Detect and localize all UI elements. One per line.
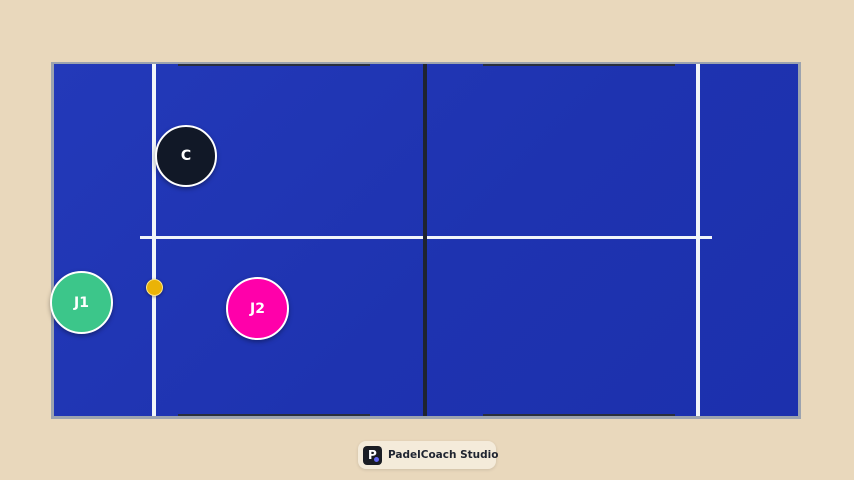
padelcoach-logo-icon: P [363, 445, 382, 465]
service-line-right [696, 64, 700, 416]
player-token-j2[interactable]: J2 [226, 277, 289, 340]
player-label-j2: J2 [250, 300, 265, 317]
ball-token[interactable] [146, 279, 163, 296]
player-label-coach: C [180, 148, 192, 164]
wall-strip-top-left [178, 64, 370, 66]
brand-badge: P PadelCoach Studio [358, 441, 499, 469]
wall-strip-bottom-right [483, 414, 675, 416]
brand-name: PadelCoach Studio [388, 449, 499, 461]
player-label-j1: J1 [74, 294, 89, 311]
service-line-left [152, 64, 156, 416]
wall-strip-bottom-left [178, 414, 370, 416]
player-token-j1[interactable]: J1 [50, 271, 113, 334]
padel-court[interactable] [54, 64, 798, 416]
net [423, 64, 427, 416]
player-token-coach[interactable]: C [155, 125, 217, 187]
wall-strip-top-right [483, 64, 675, 66]
